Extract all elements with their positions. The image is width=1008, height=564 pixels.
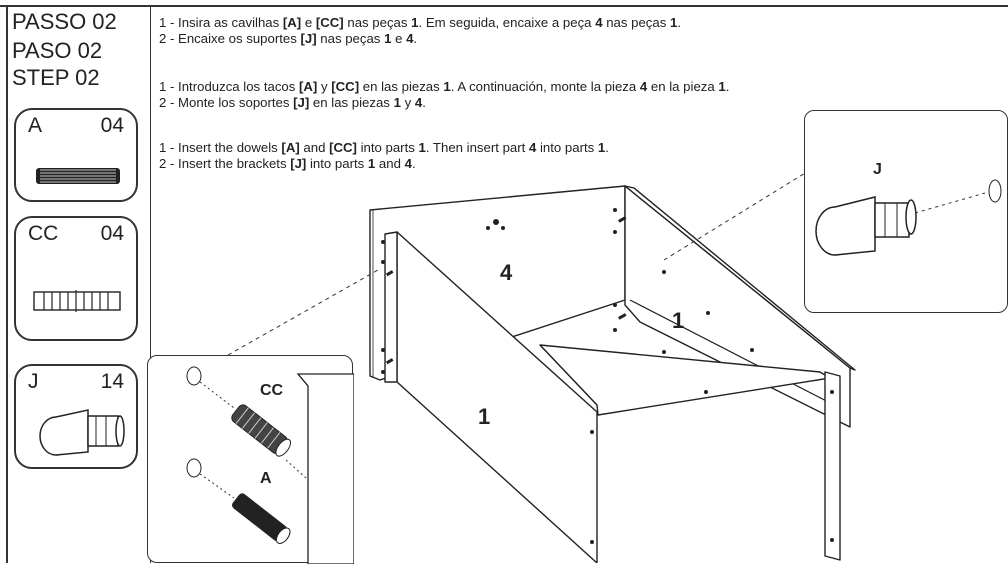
instruction-segment: 4 (639, 79, 648, 94)
instruction-segment: into parts (356, 140, 419, 155)
part-code: J (28, 370, 39, 393)
instruction-segment: 1 (669, 15, 678, 30)
instruction-segment: . (677, 15, 681, 30)
left-rule (6, 7, 8, 563)
instruction-en-2: 2 - Insert the brackets [J] into parts 1… (159, 156, 416, 172)
dowel-inset: CC A (147, 355, 354, 564)
instruction-es-2: 2 - Monte los soportes [J] en las piezas… (159, 95, 426, 111)
instruction-segment: 1 (411, 15, 419, 30)
instruction-segment: nas peças (602, 15, 670, 30)
instruction-segment: . (605, 140, 609, 155)
instruction-pt-1: 1 - Insira as cavilhas [A] e [CC] nas pe… (159, 15, 681, 31)
instruction-segment: and (299, 140, 330, 155)
part-qty: 04 (100, 114, 124, 137)
instruction-segment: 4 (595, 15, 603, 30)
instruction-segment: [CC] (315, 15, 344, 30)
bracket-inset: J (804, 110, 1008, 313)
part-code: CC (28, 222, 59, 245)
bracket-inset-label: J (873, 161, 882, 178)
instruction-segment: . (411, 156, 416, 171)
instruction-en-1: 1 - Insert the dowels [A] and [CC] into … (159, 140, 609, 156)
instruction-segment: y (400, 95, 415, 110)
instruction-segment: . Then insert part (425, 140, 529, 155)
instruction-segment: 2 - Encaixe os suportes (159, 31, 301, 46)
instruction-es-1: 1 - Introduzca los tacos [A] y [CC] en l… (159, 79, 729, 95)
instruction-segment: [CC] (331, 79, 360, 94)
instruction-segment: . A continuación, monte la pieza (450, 79, 640, 94)
instruction-segment: 1 - Introduzca los tacos (159, 79, 300, 94)
instruction-segment: 4 (404, 156, 412, 171)
instruction-segment: y (317, 79, 332, 94)
dowel-icon (36, 168, 120, 184)
sidebar (8, 7, 151, 563)
bracket-detail-icon (815, 179, 1002, 256)
instruction-segment: 4 (414, 95, 423, 110)
instruction-segment: [CC] (329, 140, 357, 155)
step-title-en: STEP 02 (12, 65, 100, 90)
step-title-es: PASO 02 (12, 38, 103, 63)
front-side-label: 1 (478, 404, 490, 429)
instruction-pt-2: 2 - Encaixe os suportes [J] nas peças 1 … (159, 31, 417, 47)
instruction-segment: into parts (536, 140, 598, 155)
instruction-segment: [J] (290, 156, 307, 171)
part-card-j: J 14 (14, 364, 138, 469)
part-code: A (28, 114, 43, 137)
instruction-segment: [J] (293, 95, 310, 110)
instruction-segment: 1 - Insert the dowels (159, 140, 282, 155)
instruction-segment: 1 (384, 31, 392, 46)
instruction-segment: [A] (281, 140, 300, 155)
instruction-segment: e (391, 31, 407, 46)
instruction-segment: 4 (528, 140, 537, 155)
instruction-segment: [A] (299, 79, 318, 94)
instruction-segment: . Em seguida, encaixe a peça (418, 15, 596, 30)
instruction-segment: . (422, 95, 426, 110)
instruction-segment: 2 - Monte los soportes (159, 95, 294, 110)
part-qty: 04 (100, 222, 124, 245)
instruction-segment: . (725, 79, 730, 94)
instruction-segment: nas peças (316, 31, 385, 46)
instruction-segment: e (301, 15, 316, 30)
instruction-segment: and (375, 156, 405, 171)
dowel-detail-icon (186, 366, 354, 564)
dowel-inset-cc-label: CC (260, 382, 284, 399)
instruction-segment: 1 - Insira as cavilhas (159, 15, 283, 30)
instruction-segment: en la pieza (647, 79, 719, 94)
dowel-inset-a-label: A (260, 470, 272, 487)
instruction-segment: 4 (406, 31, 414, 46)
instruction-segment: 2 - Insert the brackets (159, 156, 291, 171)
instruction-segment: 1 (367, 156, 376, 171)
part-qty: 14 (100, 370, 124, 393)
instruction-segment: 1 (393, 95, 401, 110)
instruction-segment: 1 (443, 79, 451, 94)
cam-dowel-icon (33, 290, 121, 312)
instruction-segment: [A] (282, 15, 302, 30)
step-title-pt: PASSO 02 (12, 9, 117, 34)
top-rule (0, 0, 1008, 7)
instruction-segment: en las piezas (359, 79, 444, 94)
bracket-icon (39, 409, 125, 456)
instruction-segment: 1 (418, 140, 426, 155)
instruction-segment: 1 (597, 140, 606, 155)
part-card-cc: CC 04 (14, 216, 138, 341)
instruction-segment: . (413, 31, 418, 46)
instruction-segment: [J] (300, 31, 317, 46)
instruction-segment: en las piezas (309, 95, 394, 110)
back-panel-label: 4 (500, 260, 513, 285)
side-panel-label: 1 (672, 308, 684, 333)
instruction-segment: into parts (306, 156, 368, 171)
instruction-segment: nas peças (343, 15, 412, 30)
part-card-a: A 04 (14, 108, 138, 202)
instruction-segment: 1 (718, 79, 726, 94)
